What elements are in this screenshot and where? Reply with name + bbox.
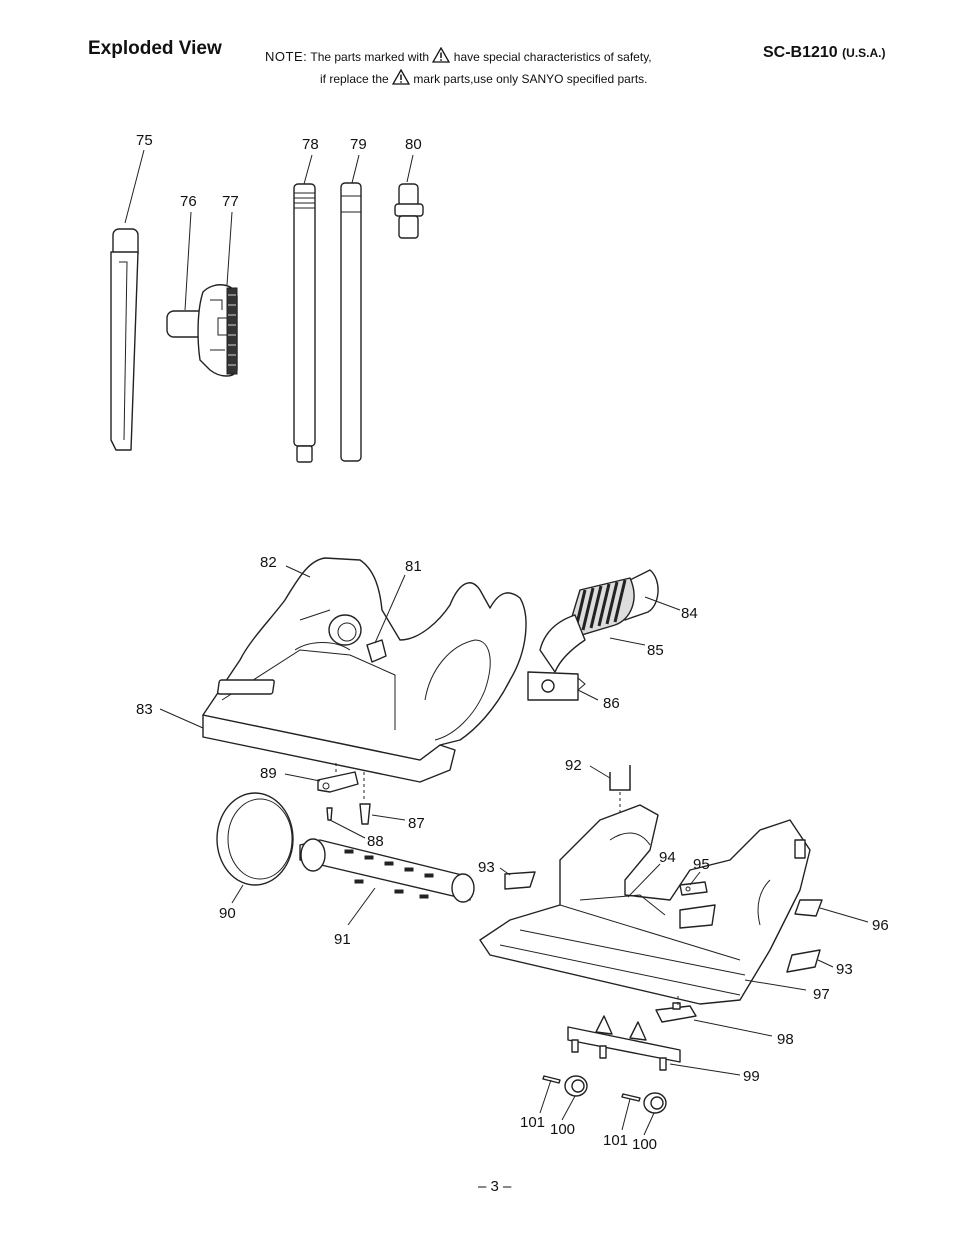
- page-title: Exploded View: [88, 38, 222, 59]
- part-number-96: 96: [872, 917, 889, 934]
- part-number-92: 92: [565, 757, 582, 774]
- part-number-91: 91: [334, 931, 351, 948]
- part-82-83-nozzle-cover: [202, 557, 527, 783]
- part-93-pad-right: [786, 949, 821, 973]
- part-101-axle-left: [542, 1075, 561, 1084]
- part-number-76: 76: [180, 193, 197, 210]
- part-101-axle-right: [621, 1093, 641, 1102]
- part-number-87: 87: [408, 815, 425, 832]
- model-number: SC-B1210 (U.S.A.): [763, 44, 886, 62]
- note-label: NOTE:: [265, 49, 308, 64]
- page-number: – 3 –: [478, 1178, 512, 1195]
- part-78-extension-wand: [293, 183, 316, 463]
- part-number-94: 94: [659, 849, 676, 866]
- part-number-89: 89: [260, 765, 277, 782]
- part-number-98: 98: [777, 1031, 794, 1048]
- part-number-88: 88: [367, 833, 384, 850]
- part-number-81: 81: [405, 558, 422, 575]
- part-79-extension-wand: [340, 182, 362, 462]
- part-94-97-base: [479, 804, 811, 1005]
- part-93-pad-left: [504, 871, 536, 890]
- part-90-belt: [216, 792, 294, 886]
- part-number-82: 82: [260, 554, 277, 571]
- part-number-99: 99: [743, 1068, 760, 1085]
- part-number-93-left: 93: [478, 859, 495, 876]
- part-number-100-left: 100: [550, 1121, 575, 1138]
- part-100-wheel-left: [564, 1075, 588, 1097]
- part-95-switch: [679, 881, 708, 896]
- part-98-latch: [655, 1002, 697, 1023]
- leader-lines: [124, 149, 869, 1136]
- model-region: (U.S.A.): [842, 46, 886, 60]
- part-number-75: 75: [136, 132, 153, 149]
- part-100-wheel-right: [643, 1092, 667, 1114]
- part-number-78: 78: [302, 136, 319, 153]
- warning-triangle-icon: [392, 69, 411, 85]
- part-number-83: 83: [136, 701, 153, 718]
- note-line1-pre: The parts marked with: [310, 50, 430, 64]
- warning-triangle-icon: [432, 47, 451, 63]
- part-89-latch: [317, 771, 359, 793]
- part-number-93-right: 93: [836, 961, 853, 978]
- part-80-adaptor: [394, 183, 424, 239]
- part-99-carriage: [567, 1015, 681, 1071]
- part-number-84: 84: [681, 605, 698, 622]
- part-84-85-86-hose: [527, 569, 659, 701]
- part-number-85: 85: [647, 642, 664, 659]
- part-number-90: 90: [219, 905, 236, 922]
- part-92-clip: [609, 765, 631, 791]
- part-76-77-dusting-brush: [166, 284, 238, 377]
- part-number-86: 86: [603, 695, 620, 712]
- part-87-screw: [359, 803, 371, 825]
- part-number-80: 80: [405, 136, 422, 153]
- part-96-pad: [794, 899, 823, 917]
- note-line1-post: have special characteristics of safety,: [453, 50, 652, 64]
- note-line2-post: mark parts,use only SANYO specified part…: [413, 72, 648, 86]
- part-number-95: 95: [693, 856, 710, 873]
- part-number-77: 77: [222, 193, 239, 210]
- safety-note: NOTE: The parts marked with have special…: [265, 46, 652, 90]
- part-number-101-right: 101: [603, 1132, 628, 1149]
- model-code: SC-B1210: [763, 44, 838, 61]
- part-88-screw: [326, 807, 333, 821]
- part-number-79: 79: [350, 136, 367, 153]
- part-number-101-left: 101: [520, 1114, 545, 1131]
- note-line2-pre: if replace the: [320, 72, 389, 86]
- part-number-100-right: 100: [632, 1136, 657, 1153]
- part-number-97: 97: [813, 986, 830, 1003]
- part-75-crevice-tool: [110, 228, 139, 451]
- part-91-brush-roll: [299, 838, 475, 903]
